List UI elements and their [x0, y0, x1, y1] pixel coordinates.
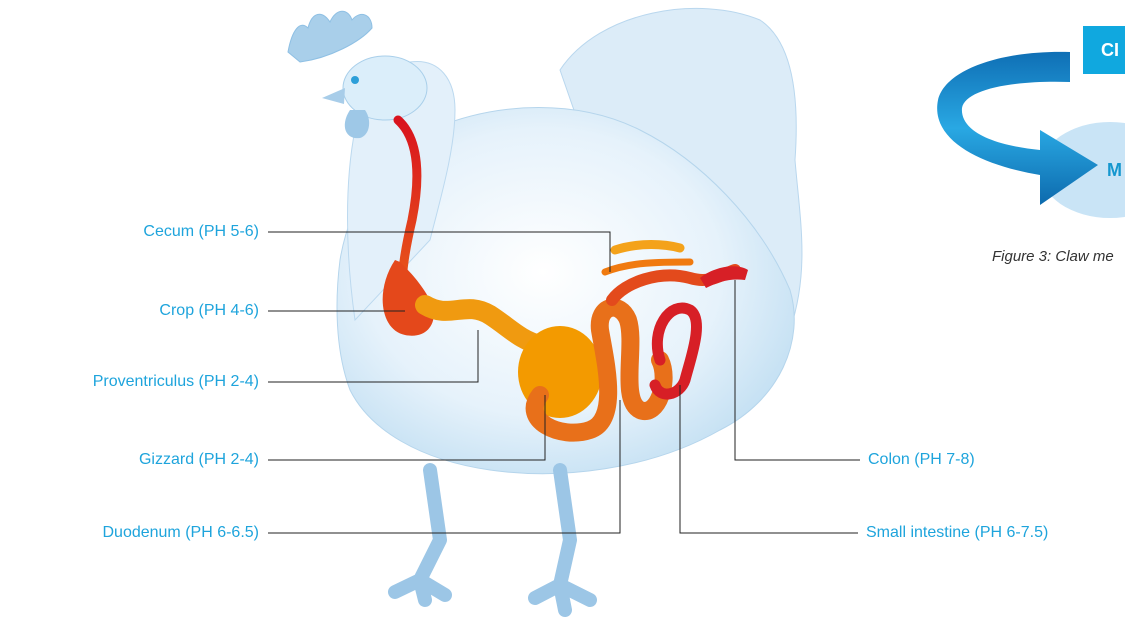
inset-illustration	[937, 52, 1125, 218]
label-duodenum: Duodenum (PH 6-6.5)	[102, 523, 259, 543]
chicken-leg-right	[535, 470, 590, 610]
inset-circle-label: M	[1107, 160, 1122, 181]
label-gizzard: Gizzard (PH 2-4)	[139, 450, 259, 470]
chicken-comb	[288, 11, 372, 62]
inset-badge: CI	[1083, 26, 1125, 74]
label-cecum: Cecum (PH 5-6)	[143, 222, 259, 242]
chicken-beak	[322, 88, 345, 104]
label-proventriculus: Proventriculus (PH 2-4)	[93, 372, 259, 392]
chicken-leg-left	[395, 470, 445, 600]
inset-badge-text: CI	[1101, 40, 1119, 61]
chicken-wattle	[345, 110, 369, 138]
chicken-eye	[351, 76, 359, 84]
label-small-intestine: Small intestine (PH 6-7.5)	[866, 523, 1048, 543]
label-colon: Colon (PH 7-8)	[868, 450, 975, 470]
label-crop: Crop (PH 4-6)	[159, 301, 259, 321]
chicken-silhouette	[288, 8, 802, 610]
inset-caption: Figure 3: Claw me	[992, 248, 1114, 265]
